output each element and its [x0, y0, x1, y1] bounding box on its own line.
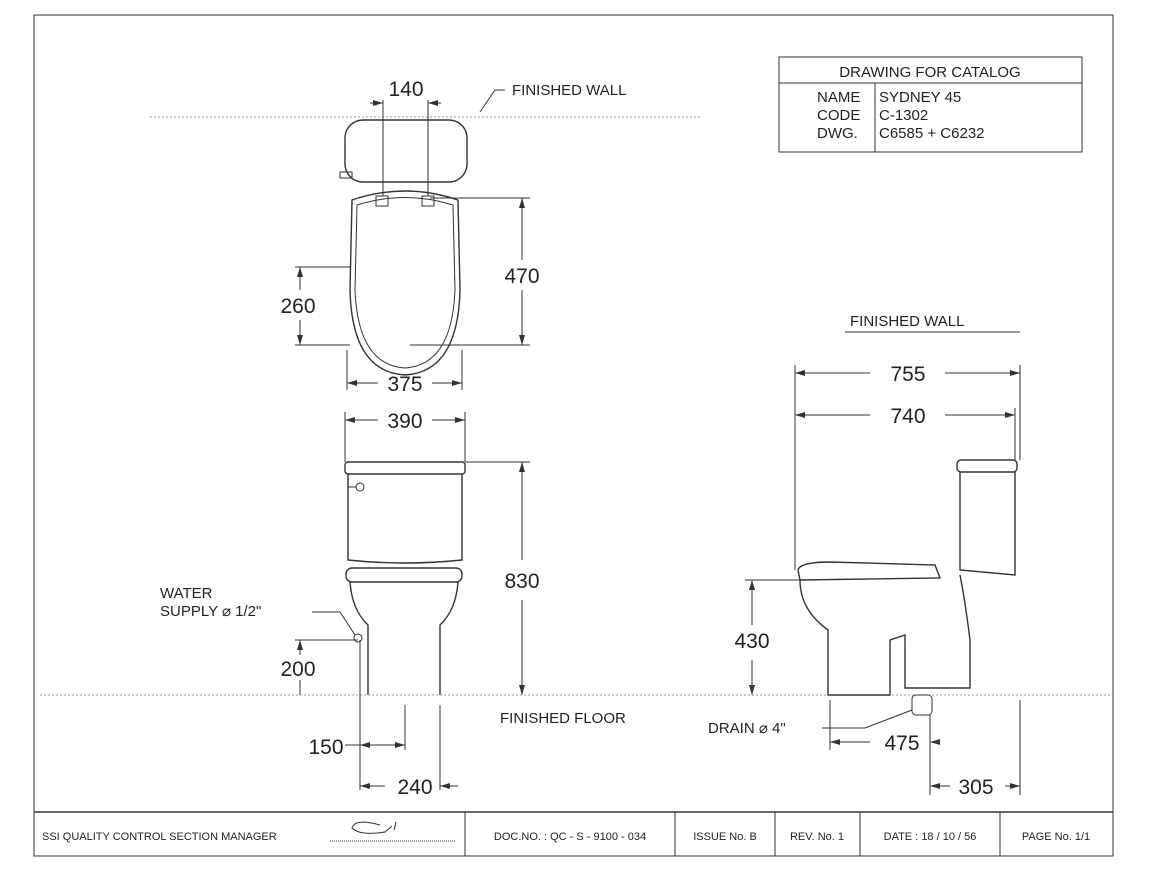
dim-475: 475 [884, 732, 919, 755]
dim-260: 260 [280, 295, 315, 318]
drawing-frame [33, 14, 1114, 857]
water-supply-label-2: SUPPLY ⌀ 1/2" [160, 603, 261, 620]
dim-200: 200 [280, 658, 315, 681]
dim-740: 740 [890, 405, 925, 428]
dim-140: 140 [388, 78, 423, 101]
dim-375: 375 [387, 373, 422, 396]
side-view: FINISHED WALL 755 740 430 DRAIN ⌀ 4" 475… [708, 313, 1021, 799]
dwg-value: C6585 + C6232 [879, 125, 985, 142]
code-label: CODE [817, 107, 860, 124]
dim-305: 305 [958, 776, 993, 799]
dim-240: 240 [397, 776, 432, 799]
page-number: PAGE No. 1/1 [1022, 831, 1090, 843]
doc-number: DOC.NO. : QC - S - 9100 - 034 [494, 831, 646, 843]
title-block: DRAWING FOR CATALOG NAME SYDNEY 45 CODE … [778, 56, 1083, 153]
revision-number: REV. No. 1 [790, 831, 844, 843]
dim-830: 830 [504, 570, 539, 593]
issue-number: ISSUE No. B [693, 831, 757, 843]
footer-block: SSI QUALITY CONTROL SECTION MANAGER DOC.… [34, 811, 1113, 856]
dim-150: 150 [308, 736, 343, 759]
front-view: 390 830 WATER SUPPLY ⌀ 1/2" 200 FINISHED… [40, 410, 1110, 799]
drain-label: DRAIN ⌀ 4" [708, 720, 786, 737]
dim-755: 755 [890, 363, 925, 386]
signature [351, 821, 397, 834]
finished-wall-label-side: FINISHED WALL [850, 313, 964, 330]
top-view: FINISHED WALL 140 470 260 375 [150, 78, 700, 396]
manager-label: SSI QUALITY CONTROL SECTION MANAGER [42, 831, 277, 843]
dim-470: 470 [504, 265, 539, 288]
name-value: SYDNEY 45 [879, 89, 961, 106]
dwg-label: DWG. [817, 125, 858, 142]
date: DATE : 18 / 10 / 56 [884, 831, 977, 843]
water-supply-label-1: WATER [160, 585, 213, 602]
finished-wall-label-top: FINISHED WALL [512, 82, 626, 99]
finished-floor-label: FINISHED FLOOR [500, 710, 626, 727]
dim-430: 430 [734, 630, 769, 653]
title-heading: DRAWING FOR CATALOG [839, 64, 1020, 81]
name-label: NAME [817, 89, 860, 106]
dim-390: 390 [387, 410, 422, 433]
code-value: C-1302 [879, 107, 928, 124]
